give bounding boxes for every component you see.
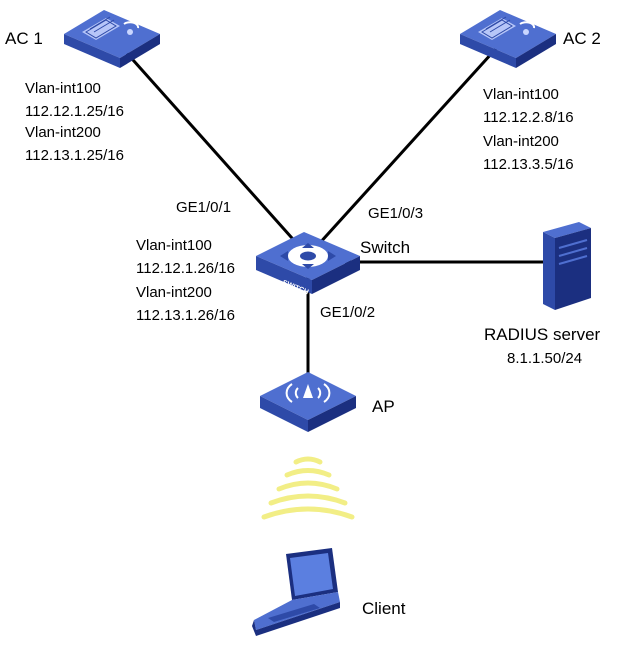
radius-server-device <box>543 222 591 310</box>
link-switch-ac2 <box>306 40 504 258</box>
ac2-device <box>460 10 556 68</box>
switch-icon: SWITCH <box>256 232 360 296</box>
port-to-ac2-label: GE1/0/3 <box>368 205 423 222</box>
switch-vlan100-ip: 112.12.1.26/16 <box>136 260 235 277</box>
ap-label: AP <box>372 397 395 416</box>
access-controller-icon <box>64 10 160 68</box>
wifi-signal-icon <box>261 456 355 520</box>
ac1-device <box>64 10 160 68</box>
switch-label: Switch <box>360 238 410 257</box>
switch-vlan200-name: Vlan-int200 <box>136 284 212 301</box>
radius-server-label: RADIUS server <box>484 325 601 344</box>
port-to-ap-label: GE1/0/2 <box>320 304 375 321</box>
ac1-vlan100-name: Vlan-int100 <box>25 80 101 97</box>
ac1-vlan200-name: Vlan-int200 <box>25 124 101 141</box>
client-label: Client <box>362 599 406 618</box>
server-icon <box>543 222 591 310</box>
access-point-icon <box>260 372 356 432</box>
ac2-vlan100-name: Vlan-int100 <box>483 86 559 103</box>
access-controller-icon <box>460 10 556 68</box>
switch-vlan200-ip: 112.13.1.26/16 <box>136 307 235 324</box>
link-switch-ac1 <box>115 41 310 257</box>
port-to-ac1-label: GE1/0/1 <box>176 199 231 216</box>
ac2-vlan100-ip: 112.12.2.8/16 <box>483 109 574 126</box>
ac1-vlan100-ip: 112.12.1.25/16 <box>25 103 124 120</box>
ac1-label: AC 1 <box>5 29 43 48</box>
switch-device: SWITCH <box>256 232 360 296</box>
switch-vlan100-name: Vlan-int100 <box>136 237 212 254</box>
laptop-icon <box>252 548 340 636</box>
client-device <box>252 548 340 636</box>
ac2-vlan200-name: Vlan-int200 <box>483 133 559 150</box>
ac2-vlan200-ip: 112.13.3.5/16 <box>483 156 574 173</box>
ap-device <box>260 372 356 432</box>
ac2-label: AC 2 <box>563 29 601 48</box>
radius-server-ip: 8.1.1.50/24 <box>507 350 582 367</box>
ac1-vlan200-ip: 112.13.1.25/16 <box>25 147 124 164</box>
